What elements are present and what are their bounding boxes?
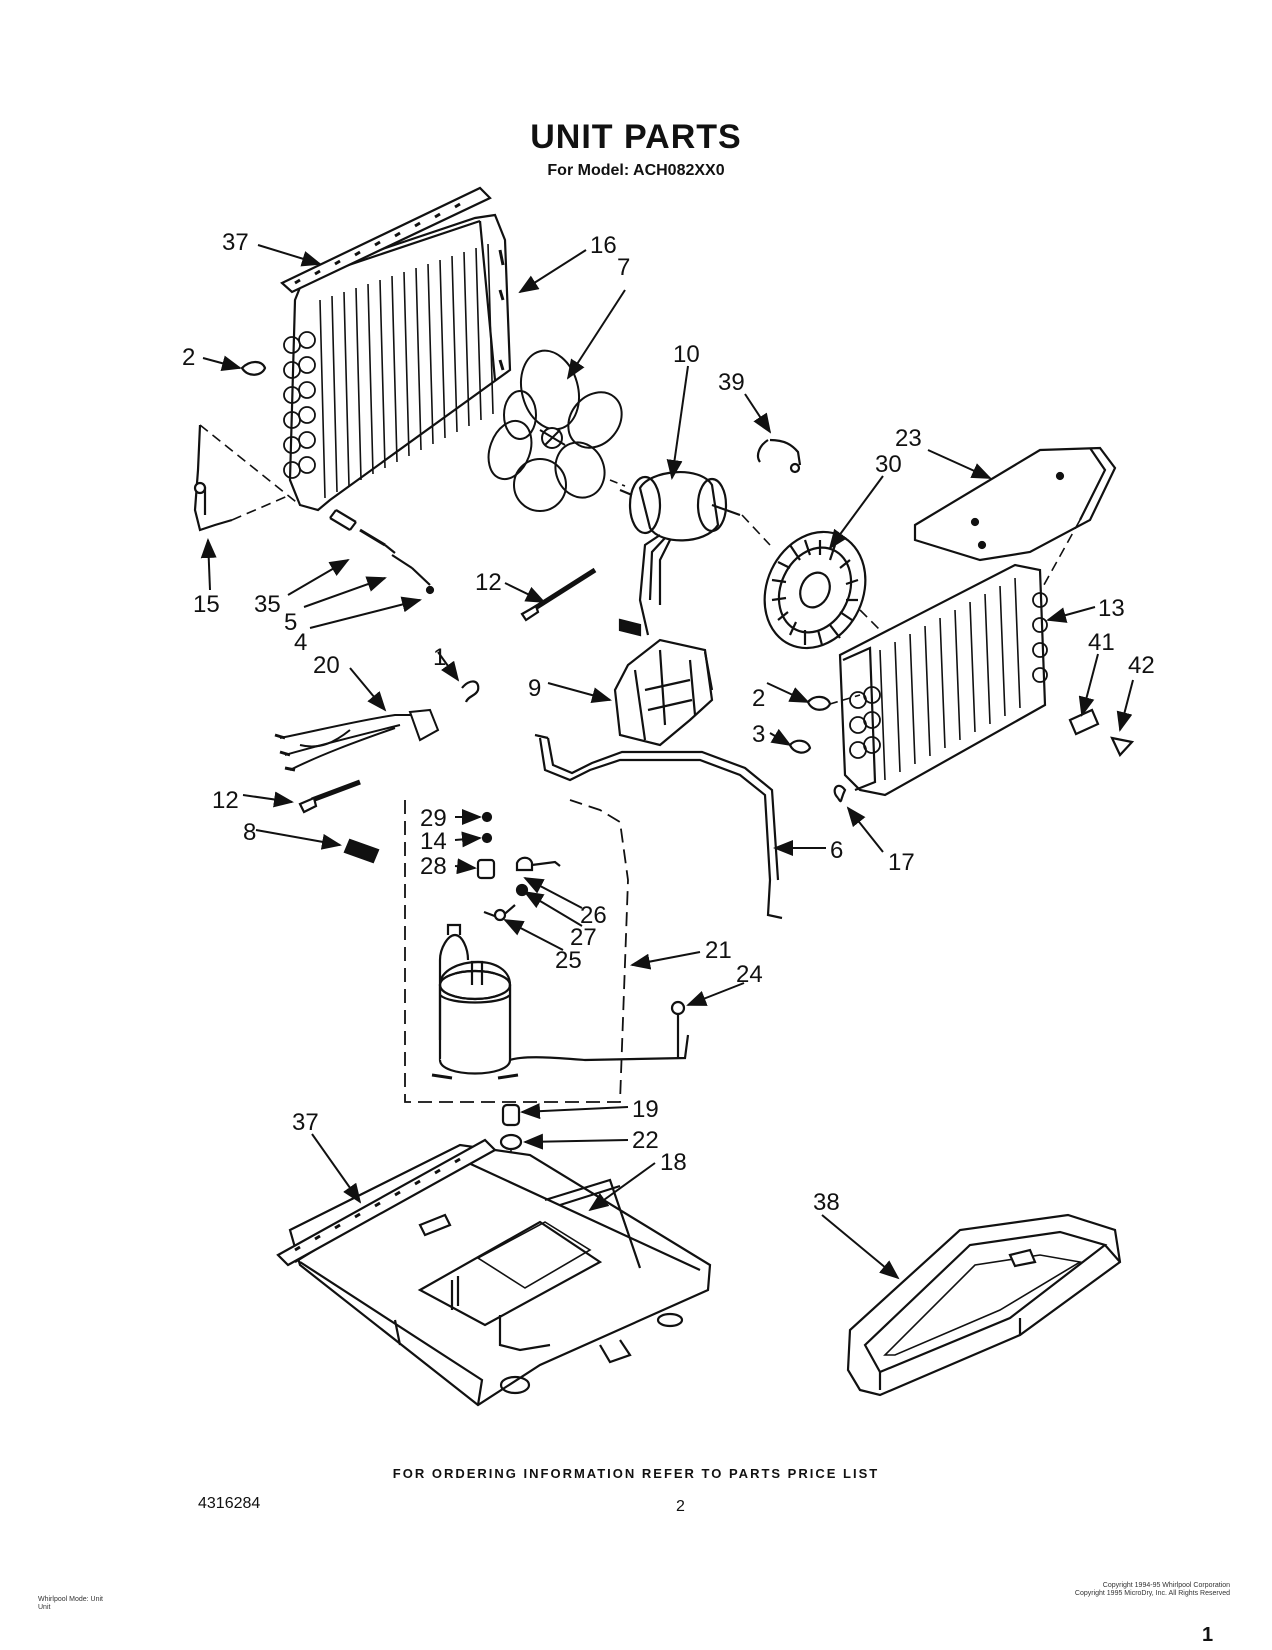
callout-30: 30 [875,451,902,478]
callout-29: 29 [420,805,447,832]
callout-22: 22 [632,1127,659,1154]
base-pan [288,1143,712,1407]
callout-39: 39 [718,369,745,396]
tube-6 [538,737,783,920]
callout-2-top: 2 [182,344,195,371]
seal-strip-top [280,186,492,294]
callout-13: 13 [1098,595,1125,622]
callout-9: 9 [528,675,541,702]
page-number: 2 [676,1498,685,1515]
model-subtitle: For Model: ACH082XX0 [547,162,725,179]
callout-23: 23 [895,425,922,452]
callout-21: 21 [705,937,732,964]
callout-25: 25 [555,947,582,974]
callout-6: 6 [830,837,843,864]
callout-14: 14 [420,828,447,855]
ordering-note: FOR ORDERING INFORMATION REFER TO PARTS … [392,1466,880,1481]
callout-26: 26 [580,902,607,929]
callout-27: 27 [570,924,597,951]
callout-4: 4 [294,629,307,656]
callout-28: 28 [420,853,447,880]
callout-5: 5 [284,609,297,636]
cover-panel [913,446,1117,611]
callout-38: 38 [813,1189,840,1216]
wire-harness [274,708,440,772]
callout-2-lower: 2 [752,685,765,712]
small-print-left: Whirlpool Mode: Unit Unit [38,1596,103,1611]
evaporator-coil [838,563,1048,797]
callout-24: 24 [736,961,763,988]
compressor [431,923,690,1080]
callout-10: 10 [673,341,700,368]
callout-41: 41 [1088,629,1115,656]
fan-blade [487,349,623,512]
callout-12-lower: 12 [212,787,239,814]
callout-19: 19 [632,1096,659,1123]
callout-16: 16 [590,232,617,259]
callout-18: 18 [660,1149,687,1176]
callout-1: 1 [433,644,446,671]
document-number: 4316284 [198,1495,261,1512]
callout-35: 35 [254,591,281,618]
condenser-coil [283,213,512,512]
callout-17: 17 [888,849,915,876]
callout-8: 8 [243,819,256,846]
seal-strip-bottom [276,1138,497,1267]
clip-upper [240,360,267,376]
drain-tray [846,1213,1122,1397]
corner-mark: 1 [1202,1624,1214,1646]
callout-37-bottom: 37 [292,1109,319,1136]
bracket-39 [756,438,802,466]
fan-motor [609,471,741,637]
page-title: UNIT PARTS [530,118,742,156]
blower-wheel [741,514,901,651]
callout-12-upper: 12 [475,569,502,596]
callout-37-top: 37 [222,229,249,256]
motor-mount [613,638,714,747]
tube-15 [193,424,233,532]
callout-42: 42 [1128,652,1155,679]
callout-20: 20 [313,652,340,679]
callout-15: 15 [193,591,220,618]
copyright-block: Copyright 1994-95 Whirlpool Corporation … [1074,1582,1230,1597]
callout-7: 7 [617,254,630,281]
callout-3: 3 [752,721,765,748]
